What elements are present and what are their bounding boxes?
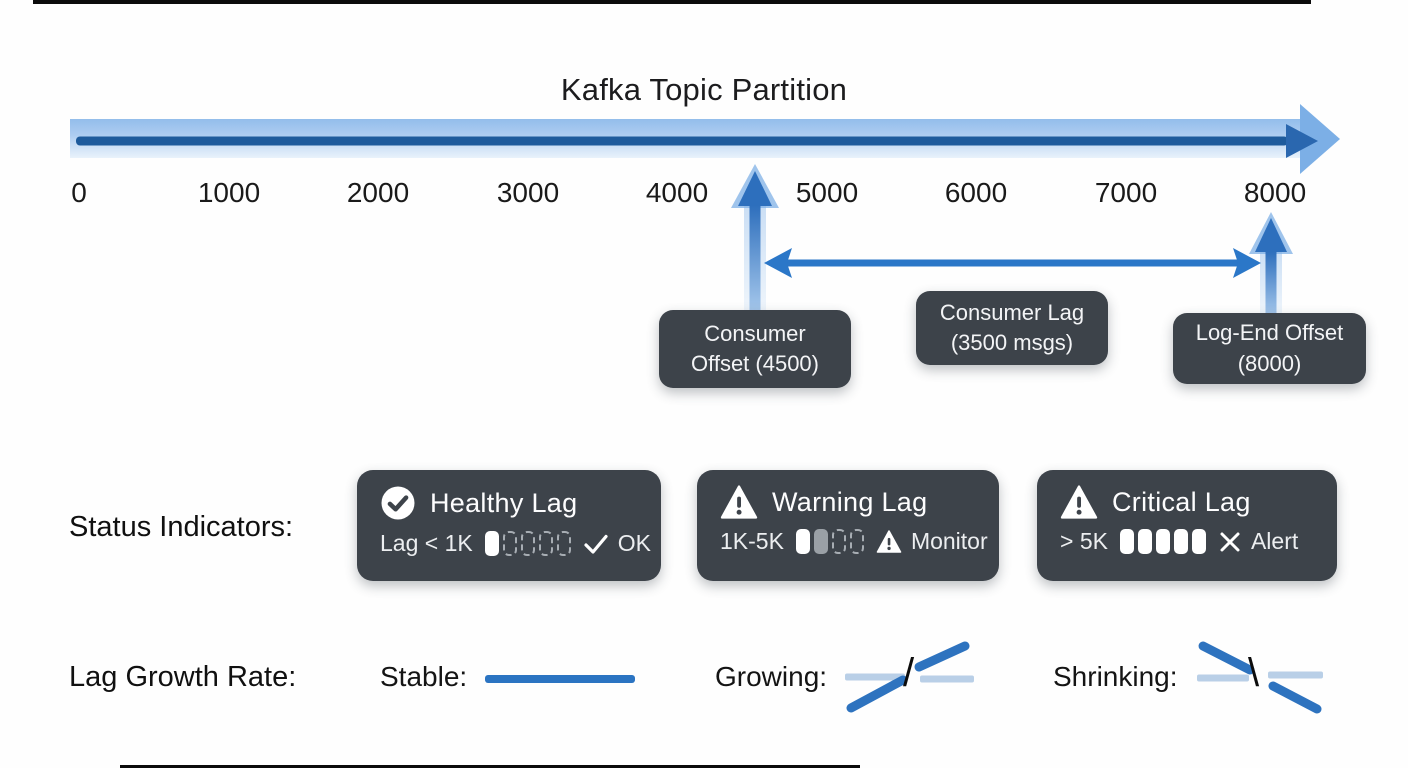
- axis-tick: 1000: [197, 177, 261, 208]
- card-title: Warning Lag: [772, 486, 928, 517]
- lag-block-filled: [1119, 529, 1134, 554]
- log-end-offset-label-box: Log-End Offset (8000): [1173, 313, 1366, 384]
- axis-tick: 4000: [645, 177, 709, 208]
- growing-slash-glyph: /: [903, 651, 915, 695]
- status-card-warning: Warning Lag 1K-5K Monitor: [697, 470, 999, 581]
- log-end-offset-arrow: [1249, 212, 1293, 318]
- partition-axis-arrow: [70, 104, 1340, 174]
- axis-tick: 2000: [346, 177, 410, 208]
- bottom-border-bar: [120, 765, 860, 768]
- lag-block-filled: [484, 531, 499, 556]
- lag-range: Lag < 1K: [380, 530, 473, 556]
- lag-block-dashed: [849, 529, 864, 554]
- log-end-offset-line2: (8000): [1237, 350, 1302, 376]
- lag-block-filled: [795, 529, 810, 554]
- verdict-label: OK: [617, 530, 651, 556]
- consumer-lag-span-arrow: [764, 248, 1261, 278]
- shrinking-label: Shrinking:: [1053, 661, 1178, 692]
- consumer-lag-line1: Consumer Lag: [939, 299, 1085, 325]
- lag-level-blocks: [1119, 529, 1206, 554]
- verdict-label: Monitor: [910, 528, 988, 554]
- growing-label: Growing:: [715, 661, 828, 692]
- lag-block-dashed: [556, 531, 571, 556]
- top-border-bar: [33, 0, 1311, 4]
- lag-block-dashed: [538, 531, 553, 556]
- warning-triangle-icon: [720, 485, 758, 519]
- lag-block-filled: [1137, 529, 1152, 554]
- consumer-offset-label-box: Consumer Offset (4500): [659, 310, 851, 388]
- consumer-offset-arrow: [731, 164, 779, 316]
- axis-tick: 3000: [496, 177, 560, 208]
- card-title: Critical Lag: [1112, 486, 1251, 517]
- consumer-lag-label-box: Consumer Lag (3500 msgs): [916, 291, 1108, 365]
- lag-level-blocks: [484, 531, 571, 556]
- axis-tick: 0: [71, 177, 87, 208]
- lag-growth-rate-label: Lag Growth Rate:: [69, 661, 297, 693]
- shrinking-trend-lines: [1197, 641, 1323, 714]
- shrinking-backslash-glyph: \: [1248, 651, 1260, 695]
- lag-range: > 5K: [1060, 528, 1108, 554]
- axis-tick: 7000: [1094, 177, 1158, 208]
- lag-block-dashed: [520, 531, 535, 556]
- consumer-offset-line2: Offset (4500): [691, 351, 819, 376]
- page-title: Kafka Topic Partition: [560, 72, 848, 107]
- check-icon: [583, 533, 609, 555]
- x-mark-icon: [1218, 530, 1242, 554]
- lag-block-dashed: [831, 529, 846, 554]
- stable-trend-line: [485, 675, 635, 683]
- lag-level-blocks: [795, 529, 864, 554]
- check-circle-icon: [380, 485, 416, 521]
- verdict-label: Alert: [1250, 528, 1299, 554]
- consumer-lag-line2: (3500 msgs): [950, 330, 1074, 355]
- lag-block-filled: [1173, 529, 1188, 554]
- lag-block-filled: [1155, 529, 1170, 554]
- status-card-critical: Critical Lag > 5K Alert: [1037, 470, 1337, 581]
- warning-triangle-icon: [876, 530, 902, 553]
- card-title: Healthy Lag: [430, 487, 578, 518]
- stable-label: Stable:: [380, 661, 468, 692]
- axis-tick: 8000: [1243, 177, 1307, 208]
- lag-block-gray: [813, 529, 828, 554]
- consumer-offset-line1: Consumer: [704, 320, 806, 346]
- lag-range: 1K-5K: [720, 528, 784, 554]
- lag-block-dashed: [502, 531, 517, 556]
- axis-tick: 6000: [944, 177, 1008, 208]
- log-end-offset-line1: Log-End Offset: [1195, 320, 1344, 346]
- status-card-healthy: Healthy Lag Lag < 1K OK: [357, 470, 661, 581]
- status-indicators-label: Status Indicators:: [69, 511, 294, 543]
- lag-block-filled: [1191, 529, 1206, 554]
- axis-tick: 5000: [795, 177, 859, 208]
- warning-triangle-icon: [1060, 485, 1098, 519]
